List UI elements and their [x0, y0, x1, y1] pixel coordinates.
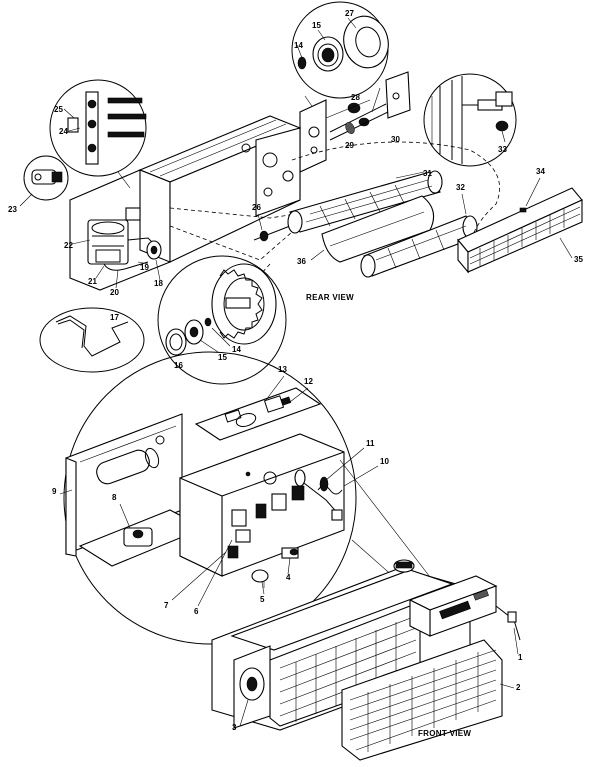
assembly-guide-line	[291, 141, 500, 251]
leader-line	[211, 327, 231, 347]
callout-33: 33	[498, 145, 507, 154]
leader-line	[95, 265, 105, 279]
callout-8: 8	[112, 493, 117, 502]
control-compartment-detail-circle	[63, 351, 357, 645]
callout-30: 30	[391, 135, 400, 144]
callout-27: 27	[345, 9, 354, 18]
bearing-detail-circle	[291, 1, 389, 99]
callout-9: 9	[52, 487, 57, 496]
callout-15-top: 15	[312, 21, 321, 30]
callout-1: 1	[518, 653, 523, 662]
leader-line	[115, 269, 119, 289]
leader-line	[71, 239, 91, 245]
callout-22: 22	[64, 241, 73, 250]
leader-line	[199, 339, 219, 353]
callout-18: 18	[154, 279, 163, 288]
leader-line	[137, 261, 149, 265]
callout-12: 12	[304, 377, 313, 386]
thermostat-detail-circle	[23, 155, 69, 201]
front-grille-2	[341, 639, 503, 761]
callout-21: 21	[88, 277, 97, 286]
callout-7: 7	[164, 601, 169, 610]
leader-line	[265, 375, 285, 401]
leader-line	[395, 171, 425, 179]
callout-11: 11	[366, 439, 375, 448]
blower-wheel-32	[360, 215, 478, 278]
leader-line	[239, 699, 249, 727]
clip-detail-circle	[39, 307, 145, 373]
leader-line	[525, 177, 541, 207]
callout-16: 16	[174, 361, 183, 370]
callout-28: 28	[351, 93, 360, 102]
leader-line	[68, 127, 81, 132]
callout-25: 25	[54, 105, 63, 114]
callout-23: 23	[8, 205, 17, 214]
callout-34: 34	[536, 167, 545, 176]
callout-15-center: 15	[218, 353, 227, 362]
callout-4: 4	[286, 573, 291, 582]
leader-line	[371, 87, 381, 113]
leader-line	[155, 259, 161, 281]
callout-20: 20	[110, 288, 119, 297]
leader-line	[343, 465, 379, 487]
motor-mount-bracket	[299, 71, 411, 173]
leader-line	[119, 503, 131, 529]
leader-line	[59, 489, 73, 495]
leader-line	[171, 551, 227, 601]
callout-32: 32	[456, 183, 465, 192]
leader-line	[63, 108, 75, 119]
leader-line	[19, 193, 33, 207]
leader-line	[461, 193, 467, 215]
rear-chassis	[69, 115, 302, 307]
callout-24: 24	[59, 127, 68, 136]
blower-wheel-31	[287, 170, 443, 234]
callout-6: 6	[194, 607, 199, 616]
callout-13: 13	[278, 365, 287, 374]
leader-line	[261, 581, 265, 595]
leader-line	[499, 683, 515, 689]
callout-5: 5	[260, 595, 265, 604]
callout-10: 10	[380, 457, 389, 466]
callout-3: 3	[232, 723, 237, 732]
fan-wheel-detail-circle	[157, 255, 287, 385]
front-view-label: FRONT VIEW	[418, 729, 471, 738]
leader-line	[325, 447, 365, 481]
control-board-detail-circle	[49, 79, 147, 177]
leader-line	[289, 387, 309, 403]
evaporator-coil-35	[457, 187, 583, 274]
callout-2: 2	[516, 683, 521, 692]
front-unit-assembly	[211, 559, 521, 731]
shaft-collar-26	[253, 225, 291, 242]
leader-line	[197, 539, 233, 607]
callout-26: 26	[252, 203, 261, 212]
leader-line	[257, 213, 263, 231]
leader-line	[513, 627, 519, 655]
callout-19: 19	[140, 263, 149, 272]
callout-14-top: 14	[294, 41, 303, 50]
callout-14-center: 14	[232, 345, 241, 354]
callout-35: 35	[574, 255, 583, 264]
callout-36: 36	[297, 257, 306, 266]
callout-31: 31	[423, 169, 432, 178]
leader-line	[339, 459, 441, 591]
rear-view-label: REAR VIEW	[306, 293, 354, 302]
leader-line	[310, 249, 325, 261]
callout-17: 17	[110, 313, 119, 322]
leader-line	[559, 237, 573, 259]
leader-line	[287, 557, 291, 575]
